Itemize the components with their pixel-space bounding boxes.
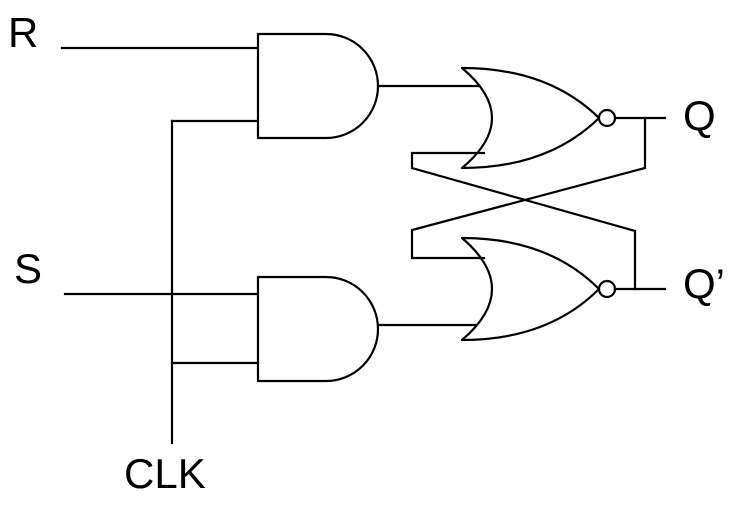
- wire-feedback-q-to-lower-nor: [410, 116, 647, 260]
- label-q: Q: [683, 92, 716, 139]
- label-r: R: [8, 9, 38, 56]
- upper-nor-gate: [460, 66, 601, 170]
- lower-and-gate: [256, 275, 380, 383]
- lower-nor-gate: [460, 236, 601, 342]
- lower-nor-inversion-bubble: [597, 279, 617, 299]
- label-clk: CLK: [124, 450, 206, 497]
- label-q-bar: Q’: [683, 260, 725, 307]
- label-s: S: [14, 245, 42, 292]
- wire-feedback-q-bar-to-upper-nor: [410, 151, 637, 291]
- upper-nor-inversion-bubble: [597, 108, 617, 128]
- upper-and-gate: [256, 32, 380, 140]
